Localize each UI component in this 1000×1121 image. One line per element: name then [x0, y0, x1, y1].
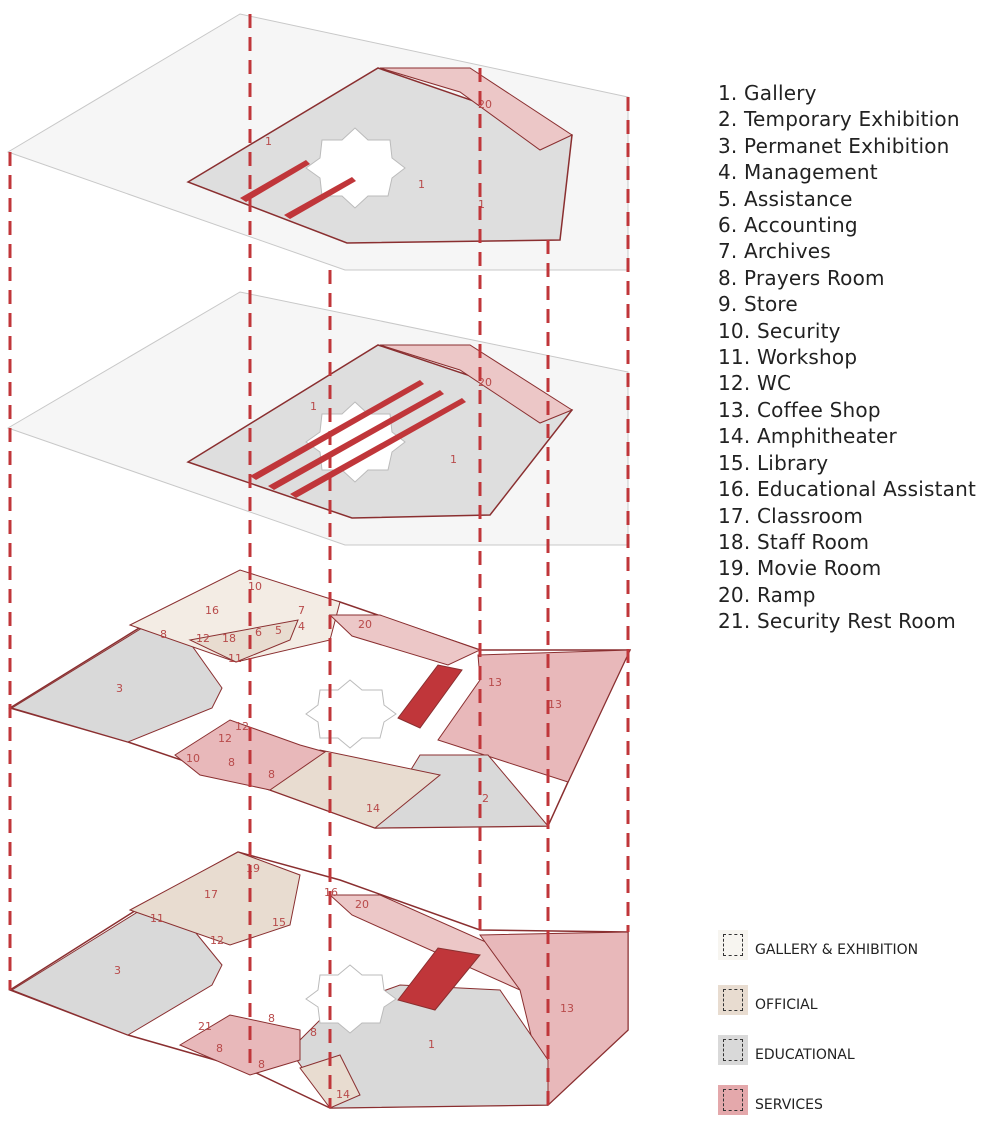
room-list-item: 17. Classroom [718, 503, 864, 528]
room-list-item: 6. Accounting [718, 213, 858, 238]
floor-2-ramp [328, 614, 482, 666]
room-label: 14 [366, 802, 380, 815]
room-label: 8 [258, 1058, 265, 1071]
room-label: 2 [482, 792, 489, 805]
room-label: 4 [298, 620, 305, 633]
room-list-item: 11. Workshop [718, 345, 858, 370]
room-list-item: 7. Archives [718, 239, 831, 264]
room-label: 8 [268, 1012, 275, 1025]
room-list-item: 19. Movie Room [718, 556, 882, 581]
room-label: 5 [275, 624, 282, 637]
room-label: 11 [228, 652, 242, 665]
floor-3-ramp [379, 344, 574, 424]
legend-swatch [718, 930, 748, 960]
room-legend-list: 1. Gallery 2. Temporary Exhibition 3. Pe… [718, 80, 976, 635]
room-label: 16 [205, 604, 219, 617]
room-list-item: 4. Management [718, 160, 878, 185]
legend-swatch [718, 985, 748, 1015]
floor-2: 10 16 7 8 12 18 6 5 4 11 20 3 13 13 12 1… [8, 569, 632, 829]
floor-2-stairs [397, 664, 463, 729]
room-label: 1 [428, 1038, 435, 1051]
room-label: 21 [198, 1020, 212, 1033]
floor-1-stairs [397, 947, 481, 1011]
room-list-item: 2. Temporary Exhibition [718, 107, 960, 132]
room-label: 3 [114, 964, 121, 977]
floor-1-coffee-shop [479, 931, 629, 1106]
legend-label: SERVICES [755, 1097, 823, 1113]
room-label: 20 [355, 898, 369, 911]
legend-swatch [718, 1085, 748, 1115]
room-label: 8 [216, 1042, 223, 1055]
floor-1: 19 17 16 11 12 15 20 3 21 8 8 8 8 14 1 1… [8, 851, 629, 1109]
room-label: 12 [196, 632, 210, 645]
room-label: 15 [272, 916, 286, 929]
room-label: 7 [298, 604, 305, 617]
floor-4-ramp [379, 67, 574, 151]
legend-label: OFFICIAL [755, 997, 818, 1013]
room-label: 19 [246, 862, 260, 875]
room-list-item: 21. Security Rest Room [718, 609, 956, 634]
alignment-lines [8, 14, 630, 1108]
floor-2-official-block [188, 619, 299, 663]
room-label: 17 [204, 888, 218, 901]
room-list-item: 20. Ramp [718, 582, 816, 607]
room-label: 20 [358, 618, 372, 631]
room-list-item: 9. Store [718, 292, 798, 317]
floor-4-atrium [305, 127, 406, 209]
room-label: 8 [268, 768, 275, 781]
floor-4-stair-band [284, 177, 356, 219]
room-label: 1 [450, 453, 457, 466]
legend-label: GALLERY & EXHIBITION [755, 942, 919, 958]
room-label: 1 [418, 178, 425, 191]
room-label: 11 [150, 912, 164, 925]
room-label: 8 [310, 1026, 317, 1039]
room-list-item: 10. Security [718, 318, 841, 343]
room-label: 14 [336, 1088, 350, 1101]
room-label: 18 [222, 632, 236, 645]
room-list-item: 16. Educational Assistant [718, 477, 977, 502]
room-label: 8 [228, 756, 235, 769]
room-list-item: 1. Gallery [718, 81, 817, 105]
room-list-item: 13. Coffee Shop [718, 397, 881, 422]
room-list-item: 18. Staff Room [718, 529, 870, 554]
legend-label: EDUCATIONAL [755, 1047, 855, 1063]
room-label: 12 [235, 720, 249, 733]
floor-3-stair-band [290, 398, 466, 498]
room-label: 3 [116, 682, 123, 695]
floor-4: 20 1 1 1 [6, 13, 629, 271]
room-label: 10 [186, 752, 200, 765]
room-list-item: 15. Library [718, 450, 829, 475]
room-label: 12 [218, 732, 232, 745]
room-label: 13 [560, 1002, 574, 1015]
floor-1-services [178, 1014, 301, 1076]
room-label: 12 [210, 934, 224, 947]
room-list-item: 14. Amphitheater [718, 424, 897, 449]
room-list-item: 3. Permanet Exhibition [718, 133, 950, 158]
room-list-item: 5. Assistance [718, 186, 853, 211]
room-label: 13 [548, 698, 562, 711]
room-list-item: 12. WC [718, 371, 792, 396]
legend-swatch [718, 1035, 748, 1065]
room-label: 6 [255, 626, 262, 639]
room-label: 1 [310, 400, 317, 413]
room-label: 1 [265, 135, 272, 148]
floor-3-stair-band [250, 380, 424, 480]
floor-3-stair-band [268, 390, 444, 490]
room-label: 1 [478, 198, 485, 211]
room-list-item: 8. Prayers Room [718, 265, 885, 290]
floor-3: 20 1 1 [6, 291, 629, 546]
room-label: 13 [488, 676, 502, 689]
floor-4-stair-band [240, 160, 310, 202]
floor-1-education-block [128, 851, 301, 946]
room-label: 8 [160, 628, 167, 641]
